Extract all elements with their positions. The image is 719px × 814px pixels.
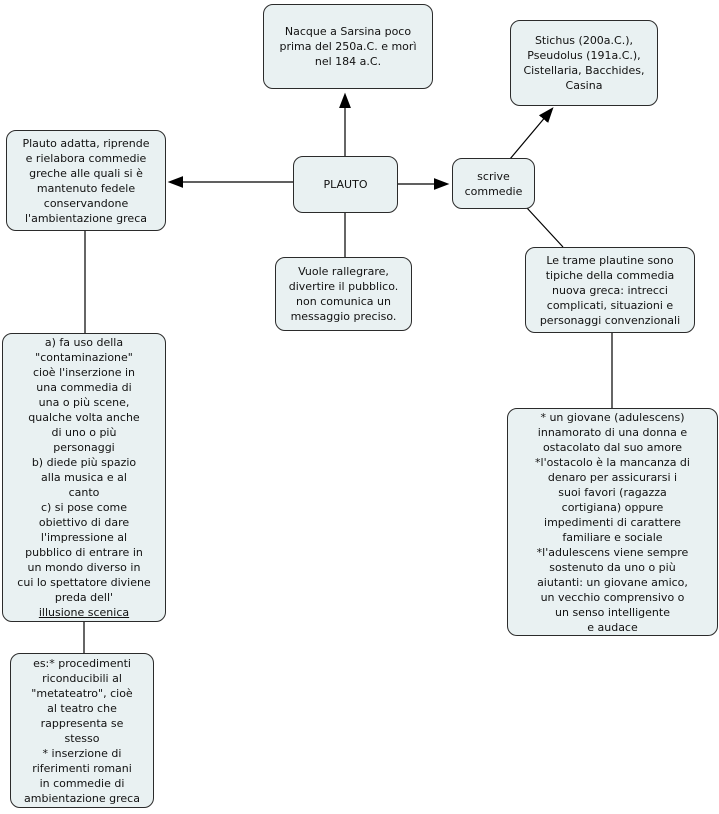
node-nacque-a-sarsina[interactable]: Nacque a Sarsina poco prima del 250a.C. … xyxy=(263,4,433,89)
node-vuole-rallegrare[interactable]: Vuole rallegrare, divertire il pubblico.… xyxy=(275,257,412,331)
connector-scrive-to-trame-line xyxy=(526,207,564,248)
connector-scrive-to-stichus-arrow xyxy=(509,107,554,160)
node-plauto-text: PLAUTO xyxy=(323,178,368,191)
node-contaminazione-underlined-text: illusione scenica xyxy=(38,606,130,619)
node-metateatro-text: es:* procedimenti riconducibili al "meta… xyxy=(24,656,140,805)
node-vuole-text: Vuole rallegrare, divertire il pubblico.… xyxy=(288,265,399,323)
node-scrive-text: scrive commedie xyxy=(464,169,523,198)
node-stichus-opere[interactable]: Stichus (200a.C.), Pseudolus (191a.C.), … xyxy=(510,20,658,106)
node-contaminazione[interactable]: a) fa uso della "contaminazione" cioè l'… xyxy=(2,333,166,622)
node-contaminazione-text: a) fa uso della "contaminazione" cioè l'… xyxy=(17,336,151,604)
node-scrive-commedie[interactable]: scrive commedie xyxy=(452,158,535,209)
node-trame-text: Le trame plautine sono tipiche della com… xyxy=(539,253,681,327)
node-nacque-text: Nacque a Sarsina poco prima del 250a.C. … xyxy=(279,25,417,68)
node-adulescens[interactable]: * un giovane (adulescens) innamorato di … xyxy=(507,408,718,636)
node-stichus-text: Stichus (200a.C.), Pseudolus (191a.C.), … xyxy=(523,34,645,92)
node-plauto-root[interactable]: PLAUTO xyxy=(293,156,398,213)
node-metateatro[interactable]: es:* procedimenti riconducibili al "meta… xyxy=(10,653,154,808)
node-adulescens-text: * un giovane (adulescens) innamorato di … xyxy=(535,410,690,634)
node-trame-plautine[interactable]: Le trame plautine sono tipiche della com… xyxy=(525,247,695,333)
node-plauto-adatta[interactable]: Plauto adatta, riprende e rielabora comm… xyxy=(6,130,166,231)
node-adatta-text: Plauto adatta, riprende e rielabora comm… xyxy=(22,136,150,225)
